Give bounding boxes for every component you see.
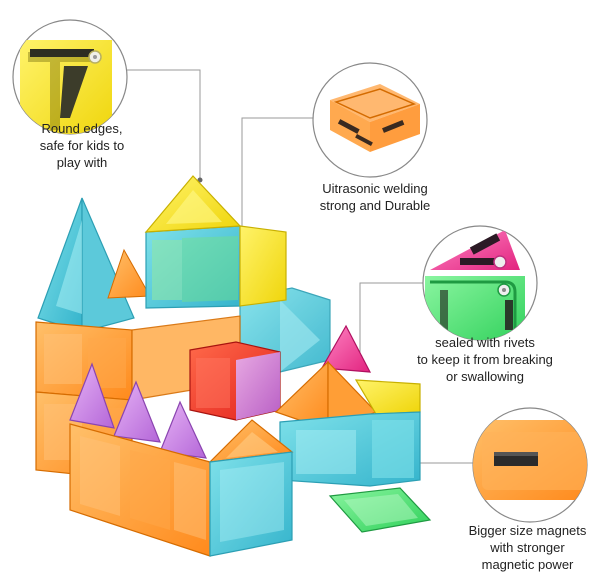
leader-line-round-edges — [127, 69, 201, 178]
front-teal-tile — [209, 451, 293, 557]
left-pyramid — [37, 197, 135, 333]
rivet-icon — [425, 230, 525, 340]
leader-line-rivets — [359, 282, 423, 355]
upper-cube — [144, 175, 287, 309]
callout-text-rivets: sealed with rivets to keep it from break… — [417, 335, 553, 384]
callout-text-round-edges: Round edges, safe for kids to play with — [39, 121, 125, 170]
detail-circle-rivets — [422, 225, 538, 341]
welded-frame-icon — [330, 84, 420, 152]
pink-triangle — [321, 324, 372, 373]
detail-circle-round-edges — [12, 19, 128, 135]
rounded-edge-icon — [20, 40, 112, 134]
magnet-icon — [473, 420, 587, 500]
tile-castle — [35, 175, 432, 557]
callout-text-welding: Uitrasonic welding strong and Durable — [319, 181, 431, 213]
leader-line-welding — [241, 117, 313, 228]
detail-circle-magnets — [472, 407, 588, 523]
callout-text-magnets: Bigger size magnets with stronger magnet… — [468, 523, 587, 572]
purple-pyramids — [69, 362, 208, 459]
detail-circle-welding — [312, 62, 428, 178]
right-teal-blocks — [279, 411, 421, 487]
red-cube — [189, 341, 281, 421]
